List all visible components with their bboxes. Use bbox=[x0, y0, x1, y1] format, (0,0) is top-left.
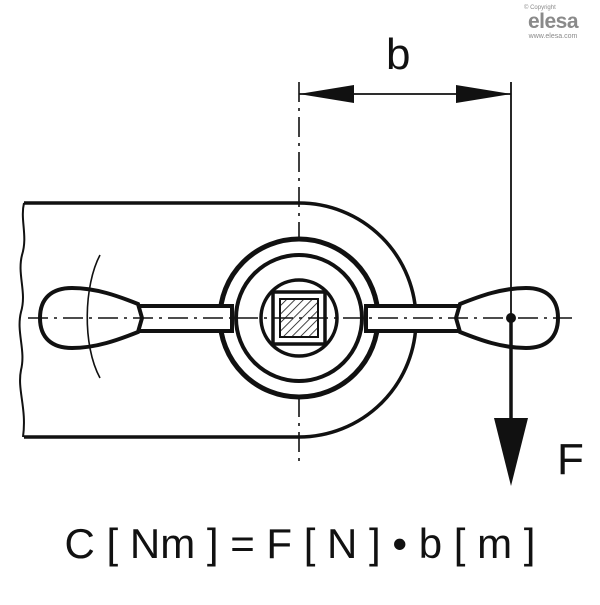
force-label-f: F bbox=[557, 435, 584, 484]
dimension-label-b: b bbox=[386, 30, 411, 79]
website-text: www.elesa.com bbox=[528, 33, 578, 40]
copyright-text: © Copyright bbox=[524, 5, 556, 11]
break-line bbox=[18, 202, 26, 438]
brand-name: elesa bbox=[527, 10, 579, 33]
force-arrow-head bbox=[494, 418, 528, 486]
rotation-arc bbox=[86, 254, 101, 379]
elesa-logo: © Copyright elesa www.elesa.com bbox=[518, 4, 588, 41]
dimension-arrow-right bbox=[456, 85, 511, 103]
dimension-arrow-left bbox=[299, 85, 354, 103]
torque-formula: C [ Nm ] = F [ N ] • b [ m ] bbox=[64, 520, 536, 567]
